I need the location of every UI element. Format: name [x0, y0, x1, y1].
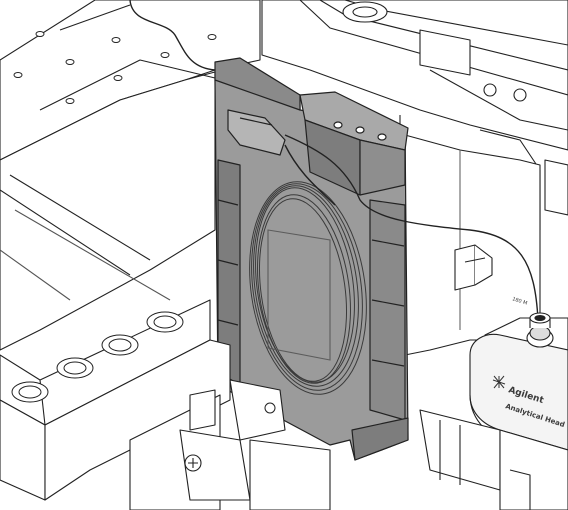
coil-inner-frame: [267, 229, 331, 361]
screw-icon: [184, 454, 202, 472]
tray-holes: [13, 31, 217, 104]
screw-small-icon: [264, 402, 276, 414]
sample-tray: [0, 0, 261, 351]
right-module-body: [404, 134, 541, 440]
agilent-logo-mark: [492, 375, 506, 389]
capillary-tubing: [129, 0, 539, 321]
lower-right-bracket: [419, 409, 568, 510]
mounting-bracket: [179, 379, 331, 510]
analytical-head: [469, 312, 568, 451]
rack-vial-holes: [11, 311, 184, 403]
upper-mechanism: [261, 0, 568, 230]
capillary-holder: [214, 57, 409, 461]
holder-top-flange: [214, 57, 301, 111]
capillary-coil: [249, 181, 367, 395]
capillary-tag-label: 180 M: [511, 296, 528, 306]
tubing-clip: [454, 244, 493, 291]
